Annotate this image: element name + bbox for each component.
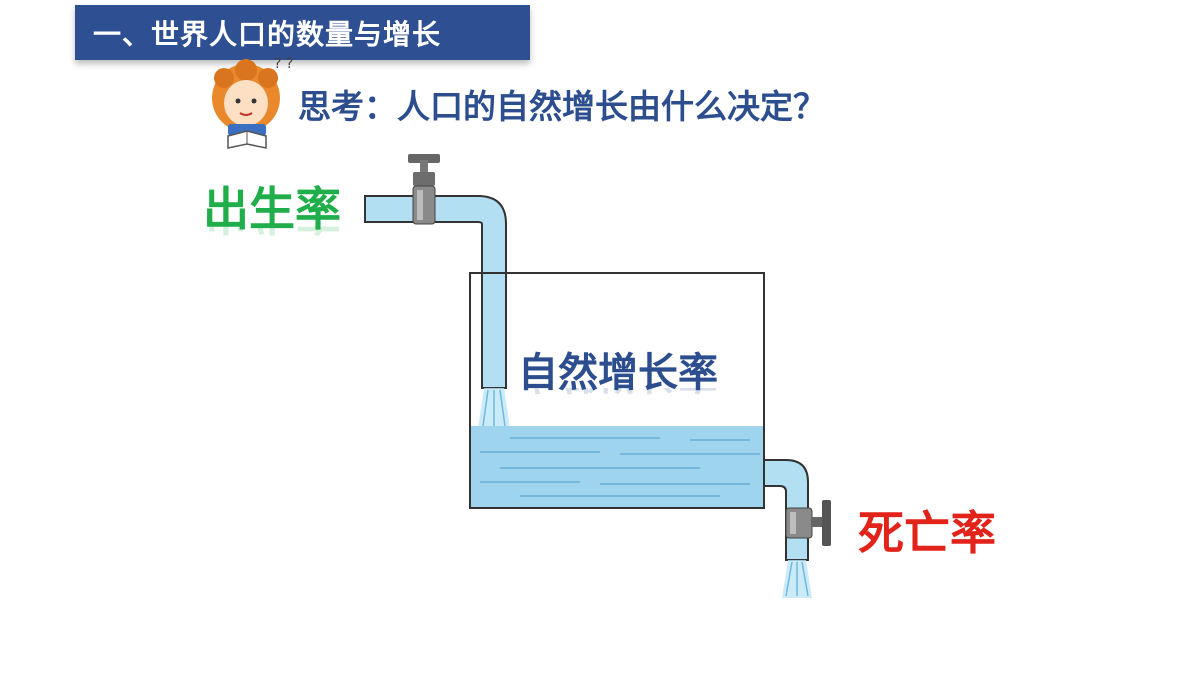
natural-growth-rate-reflection: 自然增长率 <box>518 388 718 406</box>
death-rate-label: 死亡率 <box>858 506 996 560</box>
thinking-question: 思考：人口的自然增长由什么决定？ <box>298 87 826 126</box>
natural-growth-rate-label: 自然增长率 <box>518 350 718 396</box>
slide-title: 一、世界人口的数量与增长 <box>93 18 442 51</box>
inlet-faucet-icon <box>408 154 440 225</box>
birth-rate-label: 出生率 <box>203 182 341 236</box>
outlet-valve-icon <box>785 500 831 546</box>
birth-rate-reflection: 出生率 <box>203 226 341 248</box>
thinker-question-marks: ? ? <box>274 56 293 72</box>
title-bar: 一、世界人口的数量与增长 <box>75 5 530 60</box>
inlet-water-stream <box>478 388 510 428</box>
water-tank-icon <box>469 272 765 509</box>
inlet-pipe <box>364 195 507 389</box>
outlet-water-stream <box>782 560 812 598</box>
thinking-child-icon: ? ? <box>212 56 293 149</box>
